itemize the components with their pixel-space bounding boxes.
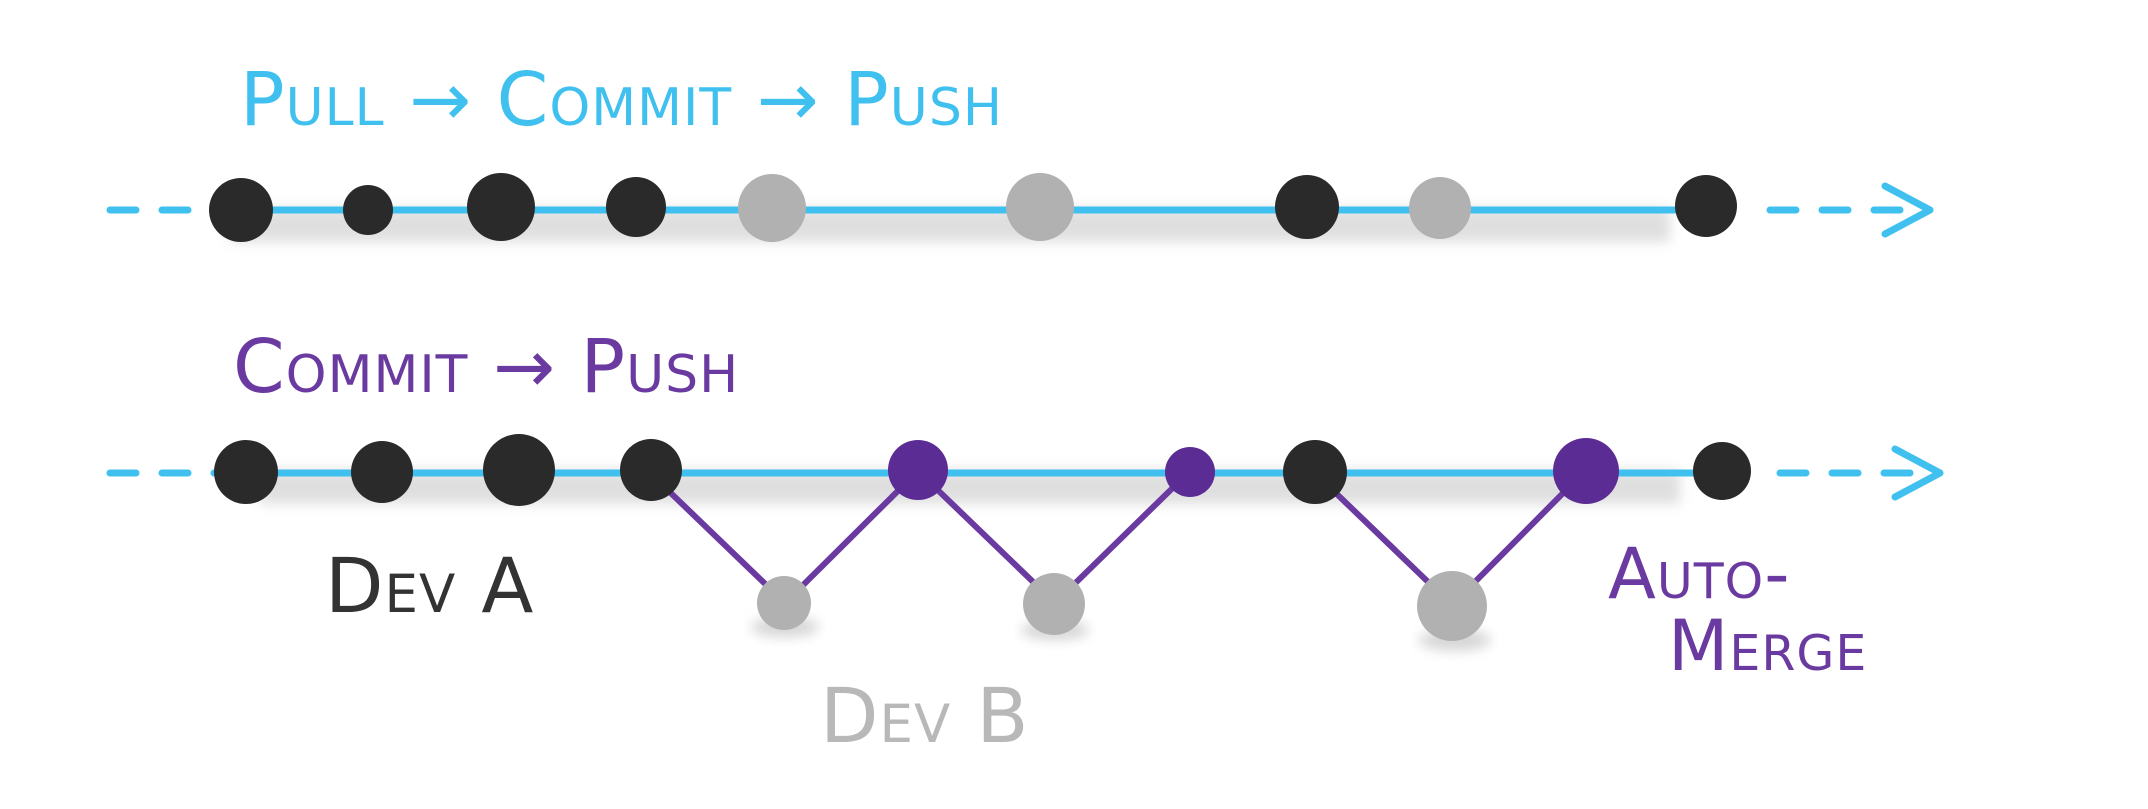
bottom-commit-4 (620, 439, 682, 501)
dev-b-commit-1 (757, 576, 811, 630)
top-commit-8 (1409, 177, 1471, 239)
top-commit-6 (1006, 173, 1074, 241)
top-commit-4 (606, 177, 666, 237)
auto-merge-label-line1: Auto- (1608, 533, 1791, 615)
top-commit-3 (467, 173, 535, 241)
top-commit-9 (1675, 175, 1737, 237)
dev-b-commit-2 (1023, 573, 1085, 635)
merge-commit-3 (1553, 438, 1619, 504)
top-flow-title: Pull → Commit → Push (240, 57, 1003, 143)
top-commit-7 (1275, 175, 1339, 239)
top-commit-2 (343, 185, 393, 235)
bottom-commit-5 (1283, 440, 1347, 504)
auto-merge-label-line2: Merge (1668, 605, 1867, 687)
dev-a-label: Dev A (325, 541, 534, 630)
dev-b-label: Dev B (820, 671, 1030, 760)
bottom-commit-3 (483, 434, 555, 506)
top-commit-5 (738, 174, 806, 242)
top-timeline (106, 173, 1934, 242)
arrow-right-icon (1881, 182, 1934, 238)
bottom-commit-6 (1693, 442, 1751, 500)
merge-commit-2 (1165, 447, 1215, 497)
bottom-commit-1 (214, 440, 278, 504)
arrow-right-icon (1891, 445, 1944, 501)
top-commit-1 (209, 178, 273, 242)
merge-commit-1 (888, 440, 948, 500)
bottom-flow-title: Commit → Push (233, 324, 739, 410)
dev-b-commit-3 (1417, 571, 1487, 641)
bottom-timeline (106, 434, 1944, 651)
bottom-commit-2 (351, 441, 413, 503)
